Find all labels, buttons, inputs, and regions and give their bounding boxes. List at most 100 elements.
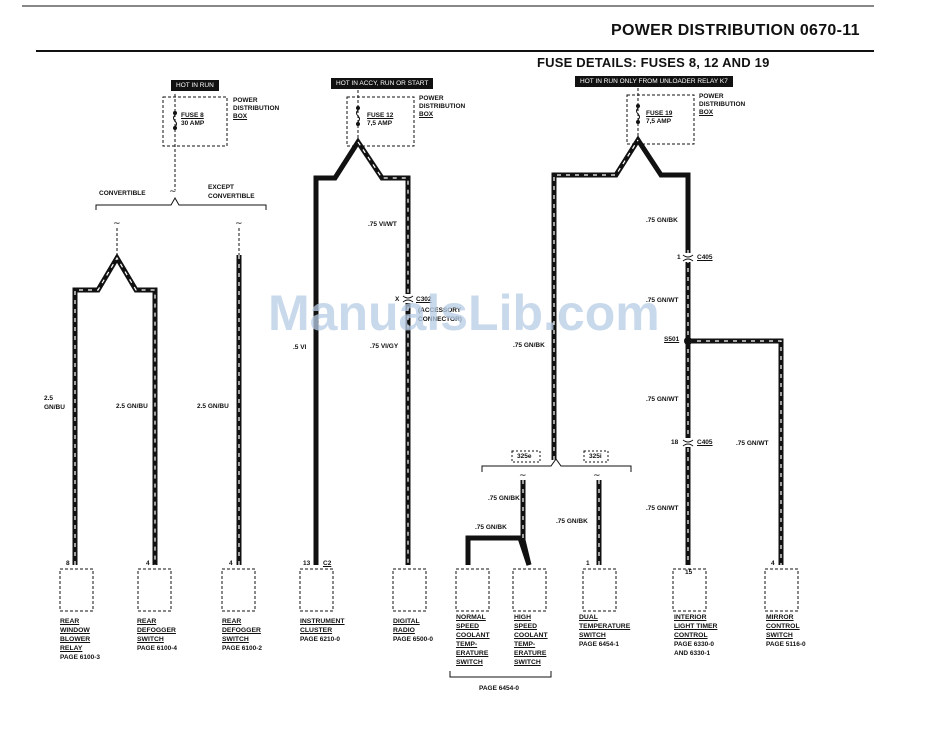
page-ref: PAGE 6454-1 bbox=[579, 641, 619, 648]
connector-c302-note: (ACCESSORY CONNECTOR) bbox=[418, 306, 462, 324]
svg-text:~: ~ bbox=[519, 471, 527, 481]
component-mirror-control-switch: MIRROR CONTROL SWITCH PAGE 5116-0 bbox=[766, 613, 806, 649]
fuse19-box-label: POWER DISTRIBUTION BOX bbox=[699, 93, 745, 117]
wire-fuse19 bbox=[551, 135, 691, 565]
component-label-line: TEMP- bbox=[514, 641, 536, 648]
connector-pin: 1 bbox=[677, 254, 681, 261]
pin-label: 1 bbox=[586, 560, 590, 567]
fuse12-tag: HOT IN ACCY, RUN OR START bbox=[331, 78, 434, 89]
pin-label: 4 bbox=[229, 560, 233, 567]
component-box-2 bbox=[137, 568, 172, 612]
component-label-line: SWITCH bbox=[579, 632, 606, 639]
page-ref: PAGE 6330-0 bbox=[674, 641, 714, 648]
pin-label: 13 bbox=[303, 560, 311, 567]
wire-label: .75 GN/WT bbox=[646, 505, 679, 512]
option-except-convertible: EXCEPT CONVERTIBLE bbox=[208, 183, 255, 201]
option-325i: 325i bbox=[589, 453, 602, 460]
component-high-speed-coolant-switch: HIGH SPEED COOLANT TEMP- ERATURE SWITCH bbox=[514, 613, 548, 667]
wire-convertible bbox=[72, 253, 158, 565]
box-label-line: BOX bbox=[699, 109, 714, 116]
svg-text:~: ~ bbox=[169, 187, 177, 197]
page-title-text: POWER DISTRIBUTION bbox=[611, 22, 796, 39]
component-label-line: MIRROR bbox=[766, 614, 794, 621]
connector-c302: C302 bbox=[416, 296, 432, 303]
connector-note-line: (ACCESSORY bbox=[418, 307, 462, 314]
component-label-line: BLOWER bbox=[60, 636, 91, 643]
component-label-line: NORMAL bbox=[456, 614, 486, 621]
component-label-line: RELAY bbox=[60, 645, 83, 652]
component-box-8 bbox=[582, 568, 617, 612]
fuse8-box-label: POWER DISTRIBUTION BOX bbox=[233, 97, 279, 121]
wire-label: .5 VI bbox=[293, 344, 307, 351]
component-label-line: CLUSTER bbox=[300, 627, 333, 634]
box-label-line: POWER bbox=[419, 95, 444, 102]
component-label-line: INSTRUMENT bbox=[300, 618, 345, 625]
wire-label-line: 2.5 bbox=[44, 395, 54, 402]
option-line: CONVERTIBLE bbox=[208, 193, 255, 200]
connector-c405: C405 bbox=[697, 254, 713, 261]
wire-label-line: GN/BU bbox=[44, 404, 65, 411]
wire-label: 2.5 GN/BU bbox=[197, 403, 229, 410]
fuse12-box-label: POWER DISTRIBUTION BOX bbox=[419, 95, 465, 119]
component-box-1 bbox=[59, 568, 94, 612]
pin-label: C2 bbox=[323, 560, 332, 567]
box-label-line: DISTRIBUTION bbox=[699, 101, 746, 108]
connector-pin: 18 bbox=[671, 439, 679, 446]
component-dual-temperature-switch: DUAL TEMPERATURE SWITCH PAGE 6454-1 bbox=[579, 613, 630, 649]
page-title: POWER DISTRIBUTION 0670-11 bbox=[611, 22, 860, 40]
fuse12-rating: 7,5 AMP bbox=[367, 120, 393, 127]
component-label-line: SWITCH bbox=[222, 636, 249, 643]
component-label-line: COOLANT bbox=[514, 632, 548, 639]
pin-label: 8 bbox=[66, 560, 70, 567]
fuse19-label: FUSE 19 7,5 AMP bbox=[646, 110, 672, 126]
component-box-3 bbox=[221, 568, 256, 612]
component-label-line: SWITCH bbox=[456, 659, 483, 666]
splice-s501-label: S501 bbox=[664, 336, 680, 343]
page-ref: PAGE 6100-2 bbox=[222, 645, 262, 652]
shared-page-ref: PAGE 6454-0 bbox=[479, 685, 519, 692]
wire-label: .75 VI/GY bbox=[370, 343, 399, 350]
connector-c405: C405 bbox=[697, 439, 713, 446]
component-normal-speed-coolant-switch: NORMAL SPEED COOLANT TEMP- ERATURE SWITC… bbox=[456, 613, 490, 667]
wire-label: 2.5 GN/BU bbox=[44, 394, 65, 412]
pin-label: 15 bbox=[685, 569, 693, 576]
wire-fuse12 bbox=[313, 137, 411, 565]
component-label-line: COOLANT bbox=[456, 632, 490, 639]
fuse8-box bbox=[162, 96, 228, 147]
component-box-5 bbox=[392, 568, 427, 612]
component-label-line: SPEED bbox=[456, 623, 480, 630]
component-label-line: REAR bbox=[137, 618, 157, 625]
wire-label: .75 GN/BK bbox=[646, 217, 678, 224]
wire-label: 2.5 GN/BU bbox=[116, 403, 148, 410]
component-label-line: HIGH bbox=[514, 614, 531, 621]
box-label-line: BOX bbox=[233, 113, 248, 120]
option-325e: 325e bbox=[517, 453, 532, 460]
component-label-line: WINDOW bbox=[60, 627, 90, 634]
component-box-6 bbox=[455, 568, 490, 612]
page-ref: PAGE 6100-4 bbox=[137, 645, 177, 652]
component-label-line: TEMP- bbox=[456, 641, 478, 648]
box-label-line: BOX bbox=[419, 111, 434, 118]
component-interior-light-timer-control: INTERIOR LIGHT TIMER CONTROL PAGE 6330-0… bbox=[674, 613, 717, 658]
box-label-line: DISTRIBUTION bbox=[233, 105, 280, 112]
fuse19-name: FUSE 19 bbox=[646, 110, 673, 117]
page-ref: PAGE 6100-3 bbox=[60, 654, 100, 661]
wire-label: .75 GN/WT bbox=[646, 396, 679, 403]
fuse8-label: FUSE 8 30 AMP bbox=[181, 112, 204, 128]
page-subtitle: FUSE DETAILS: FUSES 8, 12 AND 19 bbox=[537, 55, 770, 70]
component-label-line: REAR bbox=[222, 618, 242, 625]
component-label-line: TEMPERATURE bbox=[579, 623, 631, 630]
page-code: 0670-11 bbox=[799, 22, 860, 39]
wire-label: .75 VI/WT bbox=[368, 221, 397, 228]
component-label-line: SPEED bbox=[514, 623, 538, 630]
wire-label: .75 GN/WT bbox=[646, 297, 679, 304]
page-ref: PAGE 6210-0 bbox=[300, 636, 340, 643]
fuse12-name: FUSE 12 bbox=[367, 112, 394, 119]
component-label-line: ERATURE bbox=[514, 650, 547, 657]
component-label-line: CONTROL bbox=[766, 623, 800, 630]
fuse19-tag: HOT IN RUN ONLY FROM UNLOADER RELAY K7 bbox=[575, 76, 733, 87]
fuse19-box bbox=[626, 94, 695, 145]
splice-s501 bbox=[684, 337, 692, 345]
fuse8-name: FUSE 8 bbox=[181, 112, 204, 119]
